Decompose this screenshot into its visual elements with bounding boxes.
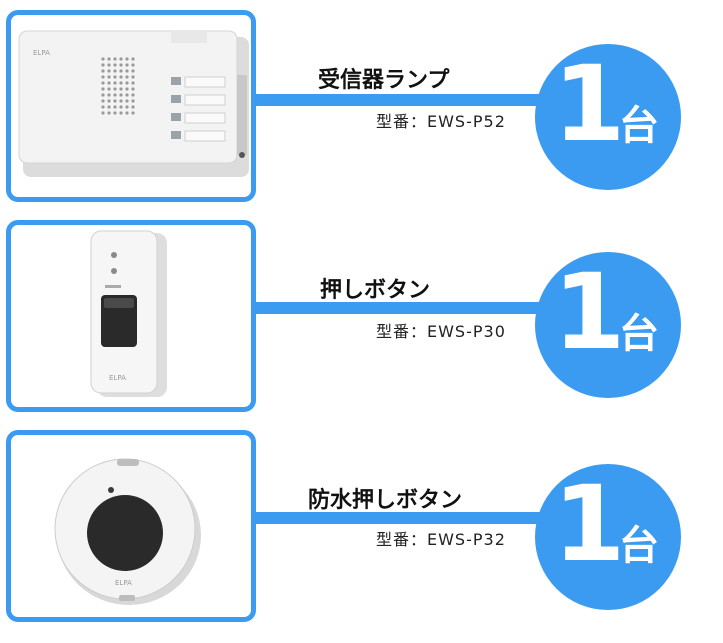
connector-line	[256, 512, 546, 524]
push-button-icon: ELPA	[90, 230, 167, 397]
receiver-lamp-icon: ELPA	[18, 30, 249, 177]
connector-line	[256, 94, 546, 106]
quantity-number: 1	[553, 463, 626, 585]
product-row-waterproof-button: ELPA 防水押しボタン 型番：EWS-P32 1 台	[0, 420, 723, 643]
waterproof-push-button-icon: ELPA	[54, 458, 201, 605]
quantity-number: 1	[553, 43, 626, 165]
quantity-badge: 1 台	[535, 464, 681, 610]
model-number: 型番：EWS-P52	[376, 112, 506, 131]
quantity-unit: 台	[619, 523, 659, 569]
product-photo-waterproof-button: ELPA	[6, 430, 256, 622]
quantity-unit: 台	[619, 103, 659, 149]
quantity-number: 1	[553, 251, 626, 373]
quantity-unit: 台	[619, 311, 659, 357]
product-name: 押しボタン	[320, 278, 431, 303]
svg-text:ELPA: ELPA	[115, 579, 132, 587]
quantity-badge: 1 台	[535, 44, 681, 190]
product-row-push-button: ELPA 押しボタン 型番：EWS-P30 1 台	[0, 210, 723, 420]
connector-line	[256, 302, 546, 314]
product-row-receiver: ELPA 受信器ランプ 型番：EWS-P52 1 台	[0, 0, 723, 210]
product-name: 防水押しボタン	[308, 488, 463, 513]
svg-text:ELPA: ELPA	[33, 49, 50, 57]
product-name: 受信器ランプ	[318, 68, 450, 93]
quantity-badge: 1 台	[535, 252, 681, 398]
svg-text:ELPA: ELPA	[109, 374, 126, 382]
product-photo-push-button: ELPA	[6, 220, 256, 412]
model-number: 型番：EWS-P32	[376, 530, 506, 549]
model-number: 型番：EWS-P30	[376, 322, 506, 341]
product-photo-receiver: ELPA	[6, 10, 256, 202]
